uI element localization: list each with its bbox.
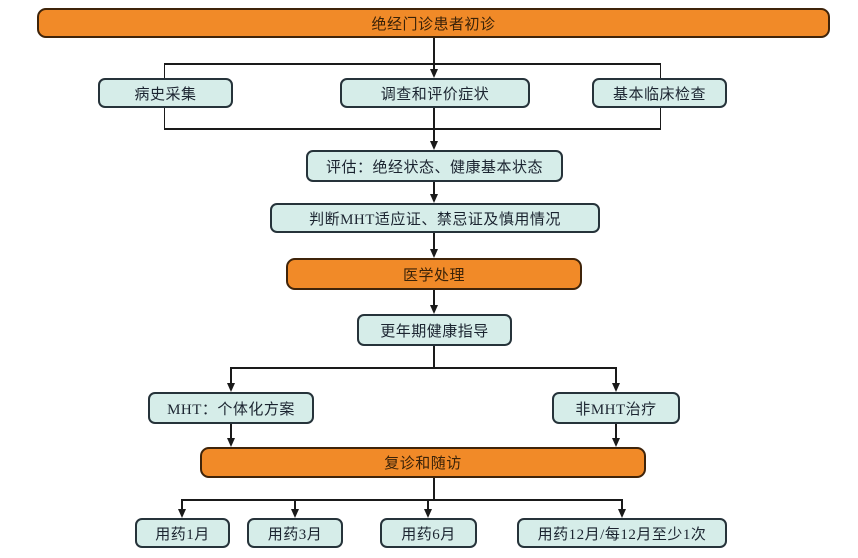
arrow-to-med6	[423, 509, 432, 518]
node-initial-visit: 绝经门诊患者初诊	[37, 8, 830, 38]
connector-bottom-rail	[181, 499, 623, 501]
node-medication-1-month: 用药1月	[135, 518, 230, 548]
arrow-to-mht	[226, 383, 235, 392]
node-clinical-exam: 基本临床检查	[592, 78, 727, 108]
connector-start-down	[433, 38, 435, 64]
connector-to-assess	[433, 128, 435, 142]
arrow-to-judge	[429, 194, 438, 203]
connector-merge-rail	[163, 128, 661, 130]
arrow-to-medical	[429, 249, 438, 258]
node-medication-6-month: 用药6月	[380, 518, 477, 548]
node-medication-3-month: 用药3月	[247, 518, 343, 548]
connector-followup-down	[433, 478, 435, 500]
node-assessment: 评估：绝经状态、健康基本状态	[306, 150, 563, 182]
connector-mid-merge	[433, 108, 435, 128]
node-medical-management: 医学处理	[286, 258, 582, 290]
node-followup: 复诊和随访	[200, 447, 646, 478]
arrow-mht-followup	[226, 438, 235, 447]
arrow-to-survey	[429, 69, 438, 78]
connector-treatment-rail	[230, 367, 617, 369]
arrow-to-assess	[429, 141, 438, 150]
node-medication-12-month: 用药12月/每12月至少1次	[517, 518, 727, 548]
connector-guidance-down	[433, 346, 435, 368]
node-health-guidance: 更年期健康指导	[357, 314, 512, 346]
arrow-to-med1	[177, 509, 186, 518]
connector-judge-medical	[433, 233, 435, 250]
connector-assess-judge	[433, 182, 435, 195]
connector-to-med12	[621, 499, 623, 510]
arrow-to-guidance	[429, 305, 438, 314]
node-non-mht-therapy: 非MHT治疗	[552, 392, 680, 424]
connector-to-nonmht	[615, 367, 617, 384]
connector-mid-branch	[433, 63, 435, 71]
connector-to-med3	[294, 499, 296, 510]
connector-medical-guidance	[433, 290, 435, 306]
arrow-nonmht-followup	[611, 438, 620, 447]
connector-to-med6	[427, 499, 429, 510]
arrow-to-med12	[617, 509, 626, 518]
connector-nonmht-followup	[615, 424, 617, 439]
node-history-taking: 病史采集	[98, 78, 233, 108]
connector-to-mht	[230, 367, 232, 384]
arrow-to-nonmht	[611, 383, 620, 392]
connector-to-med1	[181, 499, 183, 510]
node-mht-plan: MHT：个体化方案	[148, 392, 314, 424]
node-mht-judgement: 判断MHT适应证、禁忌证及慎用情况	[270, 203, 600, 233]
arrow-to-med3	[290, 509, 299, 518]
node-symptom-survey: 调查和评价症状	[340, 78, 530, 108]
connector-mht-followup	[230, 424, 232, 439]
connector-top-rail	[163, 63, 661, 65]
